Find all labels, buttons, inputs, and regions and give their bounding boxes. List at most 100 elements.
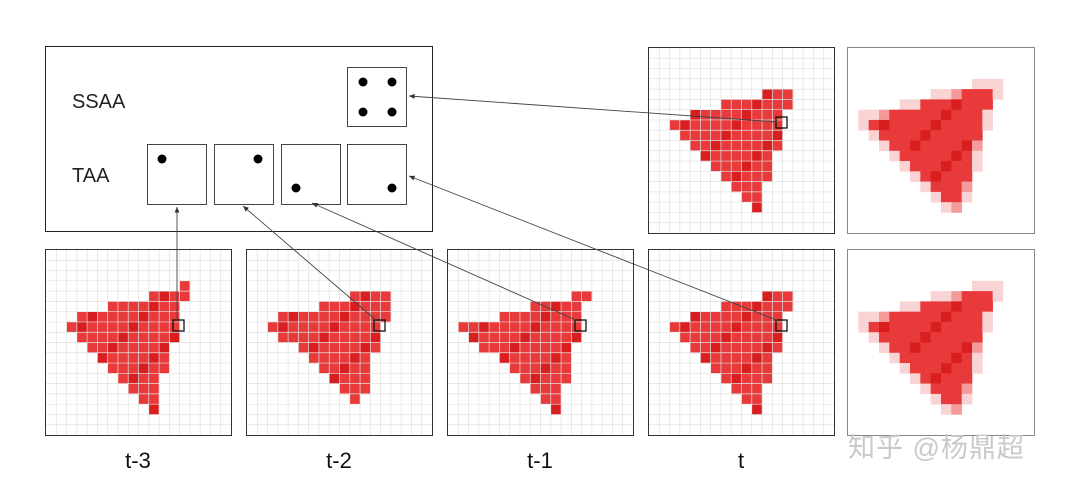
raster-cell — [920, 140, 931, 152]
raster-cell — [879, 109, 890, 121]
raster-cell — [992, 78, 1004, 90]
raster-cell — [720, 109, 732, 121]
raster-cell — [899, 301, 911, 312]
raster-cell — [889, 140, 900, 152]
raster-cell — [530, 342, 541, 354]
raster-cell — [961, 383, 973, 395]
raster-cell — [920, 352, 931, 364]
raster-cell — [951, 119, 962, 131]
raster-cell — [159, 311, 170, 323]
raster-cell — [930, 363, 942, 374]
raster-cell — [982, 109, 993, 121]
raster-cell — [972, 301, 983, 312]
raster-cell — [879, 119, 890, 131]
raster-cell — [720, 311, 732, 323]
raster-cell — [489, 332, 500, 343]
raster-cell — [97, 311, 108, 323]
raster-cell — [690, 321, 701, 333]
raster-cell — [339, 373, 351, 384]
raster-cell — [360, 311, 371, 323]
raster-cell — [972, 321, 983, 333]
ssaa-label: SSAA — [72, 91, 126, 113]
raster-cell — [982, 301, 993, 312]
raster-cell — [751, 404, 763, 415]
raster-cell — [107, 311, 119, 323]
raster-cell — [941, 202, 952, 213]
raster-cell — [910, 119, 921, 131]
raster-cell — [868, 332, 880, 343]
raster-cell — [710, 130, 722, 141]
raster-cell — [720, 140, 732, 152]
raster-cell — [509, 332, 521, 343]
raster-cell — [910, 373, 921, 384]
raster-image — [448, 250, 633, 435]
raster-cell — [360, 363, 371, 374]
raster-cell — [930, 373, 942, 384]
raster-cell — [772, 89, 783, 100]
raster-cell — [972, 130, 983, 141]
raster-cell — [868, 130, 880, 141]
raster-cell — [731, 150, 742, 162]
raster-cell — [889, 109, 900, 121]
raster-cell — [519, 363, 531, 374]
raster-cell — [951, 191, 962, 203]
raster-cell — [868, 109, 880, 121]
raster-cell — [889, 332, 900, 343]
raster-cell — [298, 321, 309, 333]
raster-cell — [741, 321, 753, 333]
raster-image — [649, 250, 834, 435]
raster-cell — [519, 342, 531, 354]
raster-cell — [899, 321, 911, 333]
raster-cell — [349, 373, 361, 384]
raster-cell — [762, 311, 773, 323]
raster-cell — [762, 119, 773, 131]
raster-cell — [700, 321, 711, 333]
raster-cell — [731, 332, 742, 343]
raster-cell — [179, 280, 191, 292]
raster-cell — [731, 363, 742, 374]
raster-cell — [339, 383, 351, 395]
raster-cell — [509, 352, 521, 364]
raster-cell — [930, 311, 942, 323]
raster-cell — [879, 342, 890, 354]
raster-cell — [128, 363, 139, 374]
raster-cell — [941, 311, 952, 323]
raster-cell — [550, 332, 562, 343]
raster-cell — [951, 404, 962, 415]
raster-cell — [751, 171, 763, 182]
raster-cell — [972, 140, 983, 152]
raster-cell — [339, 363, 351, 374]
raster-cell — [972, 89, 983, 100]
raster-cell — [868, 321, 880, 333]
raster-cell — [751, 321, 763, 333]
raster-cell — [107, 321, 119, 333]
raster-cell — [951, 89, 962, 100]
raster-cell — [930, 89, 942, 100]
raster-cell — [772, 321, 783, 333]
raster-cell — [961, 140, 973, 152]
raster-cell — [550, 352, 562, 364]
raster-cell — [899, 109, 911, 121]
raster-cell — [148, 352, 160, 364]
raster-cell — [318, 301, 330, 312]
raster-cell — [961, 342, 973, 354]
raster-cell — [858, 311, 869, 323]
raster-cell — [889, 130, 900, 141]
raster-cell — [138, 393, 150, 405]
raster-cell — [941, 363, 952, 374]
raster-cell — [920, 311, 931, 323]
raster-image — [858, 280, 1004, 415]
raster-cell — [951, 161, 962, 172]
raster-cell — [360, 291, 371, 302]
raster-cell — [540, 393, 552, 405]
raster-cell — [700, 332, 711, 343]
raster-cell — [360, 321, 371, 333]
raster-cell — [159, 332, 170, 343]
raster-cell — [889, 150, 900, 162]
raster-cell — [540, 373, 552, 384]
raster-cell — [910, 311, 921, 323]
raster-cell — [961, 311, 973, 323]
raster-cell — [961, 352, 973, 364]
raster-cell — [899, 130, 911, 141]
raster-cell — [540, 352, 552, 364]
